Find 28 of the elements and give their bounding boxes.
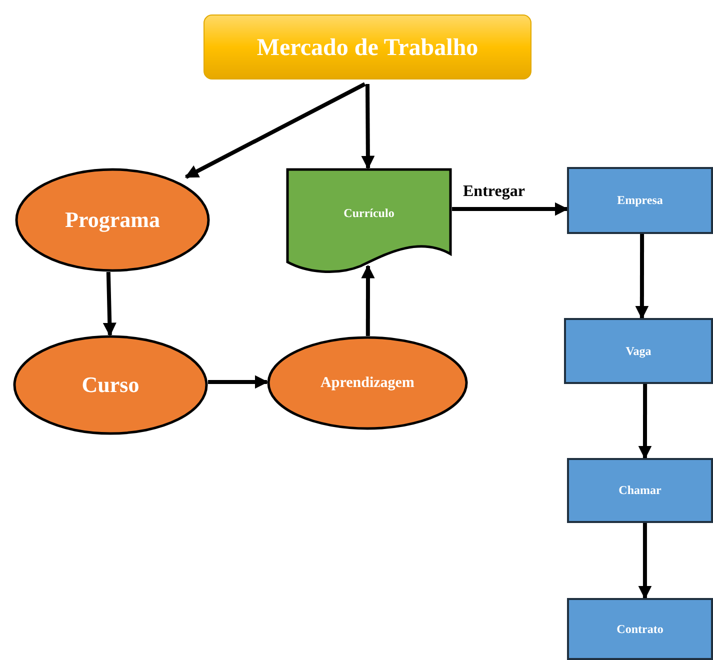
node-label: Currículo <box>344 206 394 220</box>
arrow <box>361 264 375 336</box>
node-label: Chamar <box>618 483 662 498</box>
node-label: Empresa <box>617 193 663 208</box>
arrow <box>638 523 652 600</box>
process-box <box>567 598 713 660</box>
node-label: Programa <box>65 207 160 233</box>
arrow <box>208 375 268 389</box>
document-shape <box>286 168 452 274</box>
process-box <box>567 458 713 523</box>
node-label: Mercado de Trabalho <box>256 34 478 62</box>
process-ellipse <box>15 168 210 272</box>
node-label: Vaga <box>626 344 652 358</box>
process-ellipse <box>267 336 468 430</box>
title-box <box>203 14 532 82</box>
arrow <box>102 272 116 336</box>
arrow <box>184 82 366 179</box>
process-box <box>567 167 713 234</box>
arrow <box>452 202 568 216</box>
process-box <box>564 318 713 384</box>
arrow <box>638 384 652 460</box>
process-ellipse <box>13 335 208 435</box>
arrow <box>635 234 649 320</box>
arrow <box>361 84 375 170</box>
node-label: Curso <box>82 372 140 398</box>
node-label: Aprendizagem <box>320 374 414 392</box>
edge-label: Entregar <box>461 183 527 202</box>
node-label: Contrato <box>616 622 664 636</box>
